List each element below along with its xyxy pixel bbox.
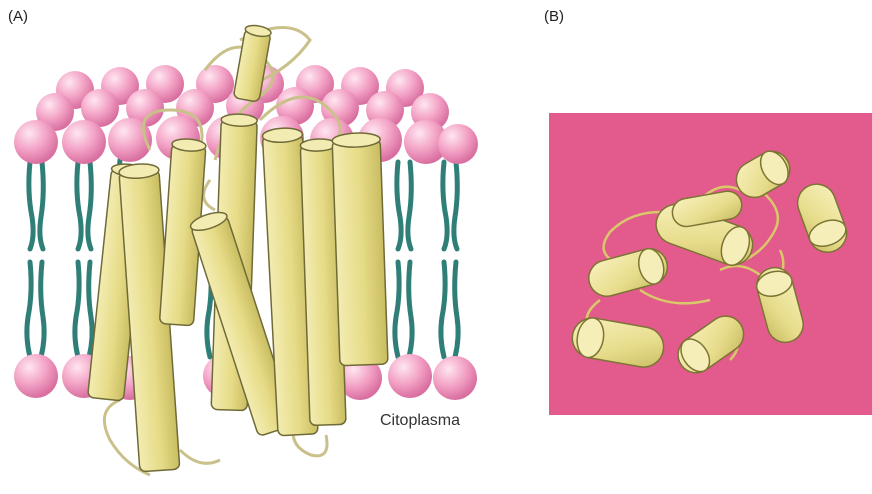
- panel-b-top-view: [549, 113, 872, 415]
- cytoplasm-label: Citoplasma: [380, 412, 460, 430]
- helix-a9: [332, 132, 388, 366]
